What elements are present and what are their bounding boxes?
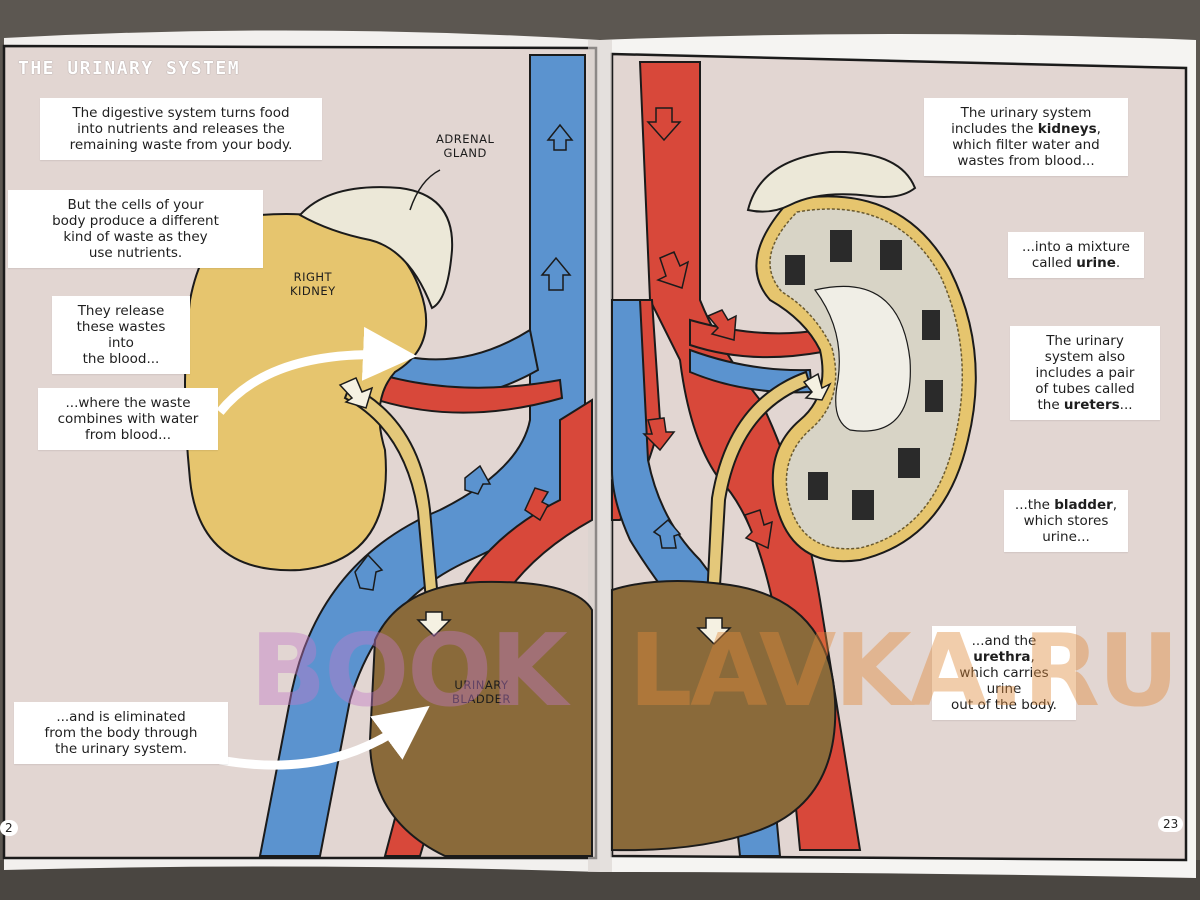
text-box-eliminated: ...and is eliminated from the body throu… <box>14 702 228 764</box>
text-box-ureters: The urinary system also includes a pair … <box>1010 326 1160 420</box>
watermark: BOOK LAVKA.RU <box>250 612 1180 729</box>
vein-arrows-left <box>354 123 574 591</box>
watermark-part1: BOOK <box>250 612 568 729</box>
text-box-bladder: ...the bladder, which stores urine... <box>1004 490 1128 552</box>
artery-arrows-right <box>642 107 773 550</box>
page-title: THE URINARY SYSTEM <box>18 58 241 79</box>
text-box-digestive: The digestive system turns food into nut… <box>40 98 322 160</box>
page-number-left: 2 <box>0 820 18 836</box>
label-adrenal-gland: ADRENAL GLAND <box>436 132 495 160</box>
text-box-urine: ...into a mixture called urine. <box>1008 232 1144 278</box>
vein-arrows-right <box>652 518 682 549</box>
flow-arrow-2 <box>219 705 430 770</box>
text-box-cells: But the cells of your body produce a dif… <box>8 190 263 268</box>
page-number-right: 23 <box>1158 816 1184 832</box>
text-box-kidneys: The urinary system includes the kidneys,… <box>924 98 1128 176</box>
label-urinary-bladder: URINARY BLADDER <box>452 678 511 706</box>
adrenal-gland-shape <box>298 186 454 310</box>
flow-arrow-1 <box>216 326 417 415</box>
kidney-pyramids <box>785 230 943 520</box>
watermark-part2: LAVKA.RU <box>628 612 1180 729</box>
text-box-urethra: ...and the urethra, which carries urine … <box>932 626 1076 720</box>
label-right-kidney: RIGHT KIDNEY <box>290 270 336 298</box>
adrenal-right <box>746 150 917 213</box>
text-box-release: They release these wastes into the blood… <box>52 296 190 374</box>
urine-arrows <box>338 372 832 646</box>
renal-artery-left <box>353 366 564 414</box>
bladder-right <box>611 580 837 852</box>
text-box-combines: ...where the waste combines with water f… <box>38 388 218 450</box>
artery-arrows-left <box>524 487 550 522</box>
bladder-shape <box>368 580 593 857</box>
